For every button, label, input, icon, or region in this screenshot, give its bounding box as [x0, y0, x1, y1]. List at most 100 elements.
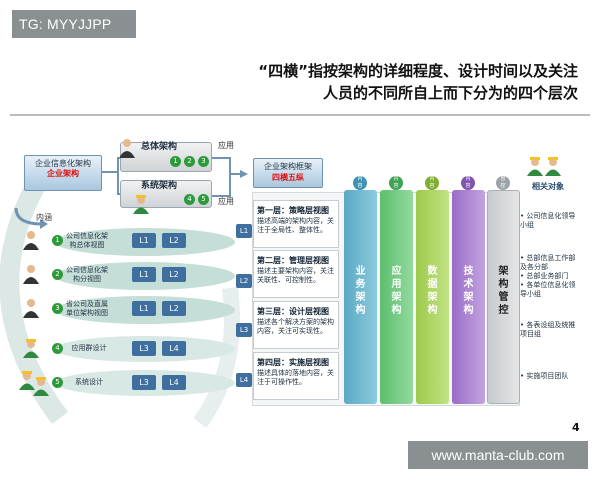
row-4-pill-a: L3	[132, 341, 156, 356]
row-3-text: 省公司及直属单位架构视图	[66, 300, 108, 317]
worker-icon	[527, 157, 543, 176]
related-group-1: • 公司信息化领导小组	[520, 212, 576, 229]
row-1-pill-b: L2	[162, 233, 186, 248]
layer-1-title: 第一层：策略层视图	[257, 206, 329, 215]
framework-box: 企业架构框架 四横五纵	[253, 158, 323, 188]
layer-1-pill: L1	[236, 224, 252, 238]
related-item: 总部业务部门	[526, 272, 569, 280]
row-3-pill-a: L1	[132, 301, 156, 316]
worker-icon	[23, 339, 39, 358]
enterprise-info-arch-label: 企业信息化架构	[35, 159, 91, 168]
layer-cell-4	[253, 352, 339, 400]
related-group-2: • 总部信息工作部及各分部 • 总部业务部门 • 各单位信息化领导小组	[520, 254, 576, 298]
row-2-number: 2	[52, 269, 63, 280]
divider	[10, 114, 590, 116]
column-technology	[452, 190, 485, 404]
column-business-label: 业 务 架 构	[355, 266, 366, 316]
step-dot-2: 2	[184, 156, 195, 167]
step-dot-5: 5	[198, 194, 209, 205]
overall-arch-label: 总体架构	[141, 142, 178, 152]
related-objects-label: 相关对象	[532, 182, 564, 191]
row-2-pill-a: L1	[132, 267, 156, 282]
system-arch-box: 系统架构	[120, 180, 212, 208]
row-5-pill-b: L4	[162, 375, 186, 390]
layer-cell-3	[253, 301, 339, 349]
column-head-3: 内容	[425, 176, 439, 190]
column-head-2: 内容	[389, 176, 403, 190]
row-4-pill-b: L4	[162, 341, 186, 356]
related-item: 实施项目团队	[526, 372, 569, 380]
related-item: 总部信息工作部及各分部	[520, 254, 576, 271]
column-governance-label: 架 构 管 控	[498, 266, 509, 316]
layer-cell-1	[253, 200, 339, 248]
column-technology-label: 技 术 架 构	[463, 266, 474, 316]
column-data	[416, 190, 449, 404]
column-business	[344, 190, 377, 404]
row-1-pill-a: L1	[132, 233, 156, 248]
person-icon	[23, 299, 39, 318]
layer-4-desc: 描述具体的落地内容，关注于可操作性。	[257, 369, 334, 386]
person-icon	[23, 265, 39, 284]
related-item: 公司信息化领导小组	[520, 212, 576, 229]
column-head-4: 内容	[461, 176, 475, 190]
layer-cell-2	[253, 250, 339, 298]
watermark-bottom-right: www.manta-club.com	[408, 441, 588, 469]
related-group-4: • 实施项目团队	[520, 372, 569, 380]
row-2-pill-b: L2	[162, 267, 186, 282]
system-arch-label: 系统架构	[141, 181, 178, 191]
apply-label-top: 应用	[218, 141, 234, 150]
row-4-text: 应用群设计	[71, 344, 107, 352]
layer-2-title: 第二层：管理层视图	[257, 256, 329, 265]
layer-4-title: 第四层：实施层视图	[257, 358, 329, 367]
row-2-text: 公司信息化架构分视图	[66, 266, 108, 283]
worker-icon	[19, 371, 35, 390]
enterprise-arch-label: 企业架构	[47, 169, 79, 178]
row-3-pill-b: L2	[162, 301, 186, 316]
watermark-top-left: TG: MYYJJPP	[12, 10, 136, 38]
column-head-5: 管控	[496, 176, 510, 190]
column-head-1: 内容	[353, 176, 367, 190]
person-icon	[119, 139, 135, 158]
layer-2-desc: 描述主要架构内容，关注关联性、可控制性。	[257, 267, 334, 284]
framework-label: 企业架构框架	[264, 162, 312, 171]
related-item: 各单位信息化领导小组	[520, 281, 576, 298]
row-4-number: 4	[52, 343, 63, 354]
layer-2-pill: L2	[236, 274, 252, 288]
layer-3: 第三层：设计层视图描述各个解决方案的架构内容，关注可实现性。	[253, 304, 338, 339]
layer-3-pill: L3	[236, 323, 252, 337]
worker-icon	[545, 157, 561, 176]
row-5-pill-a: L3	[132, 375, 156, 390]
slide-title-line-2: 人员的不同所自上而下分为的四个层次	[322, 84, 578, 102]
slide-title-line-1: “四横”指按架构的详细程度、设计时间以及关注	[258, 62, 578, 80]
step-dot-3: 3	[198, 156, 209, 167]
related-group-3: • 各表设组及统推项目组	[520, 321, 576, 338]
row-5-number: 5	[52, 377, 63, 388]
column-application-label: 应 用 架 构	[391, 266, 402, 316]
column-data-label: 数 据 架 构	[427, 266, 438, 316]
row-5-text: 系统设计	[75, 378, 103, 386]
row-1-text: 公司信息化架构总体视图	[66, 232, 108, 249]
layer-4: 第四层：实施层视图描述具体的落地内容，关注于可操作性。	[253, 355, 338, 390]
layer-1: 第一层：策略层视图描述高端的架构内容，关注于全局性、整体性。	[253, 203, 338, 238]
layer-3-desc: 描述各个解决方案的架构内容，关注可实现性。	[257, 318, 334, 335]
related-item: 各表设组及统推项目组	[520, 321, 576, 338]
inner-label: 内涵	[36, 213, 52, 222]
layer-4-pill: L4	[236, 373, 252, 387]
inner-arrow	[14, 207, 48, 229]
step-dot-1: 1	[170, 156, 181, 167]
connector-arrows	[102, 157, 248, 197]
row-1-number: 1	[52, 235, 63, 246]
layer-1-desc: 描述高端的架构内容，关注于全局性、整体性。	[257, 217, 334, 234]
worker-icon	[33, 377, 49, 396]
column-governance	[487, 190, 520, 404]
four-horizontal-label: 四横五纵	[272, 173, 304, 182]
layer-3-title: 第三层：设计层视图	[257, 307, 329, 316]
column-application	[380, 190, 413, 404]
row-3-number: 3	[52, 303, 63, 314]
enterprise-info-arch-box: 企业信息化架构 企业架构	[24, 155, 102, 191]
step-dot-4: 4	[184, 194, 195, 205]
apply-label-bottom: 应用	[218, 197, 234, 206]
layer-2: 第二层：管理层视图描述主要架构内容，关注关联性、可控制性。	[253, 253, 338, 288]
page-number: 4	[572, 421, 580, 434]
